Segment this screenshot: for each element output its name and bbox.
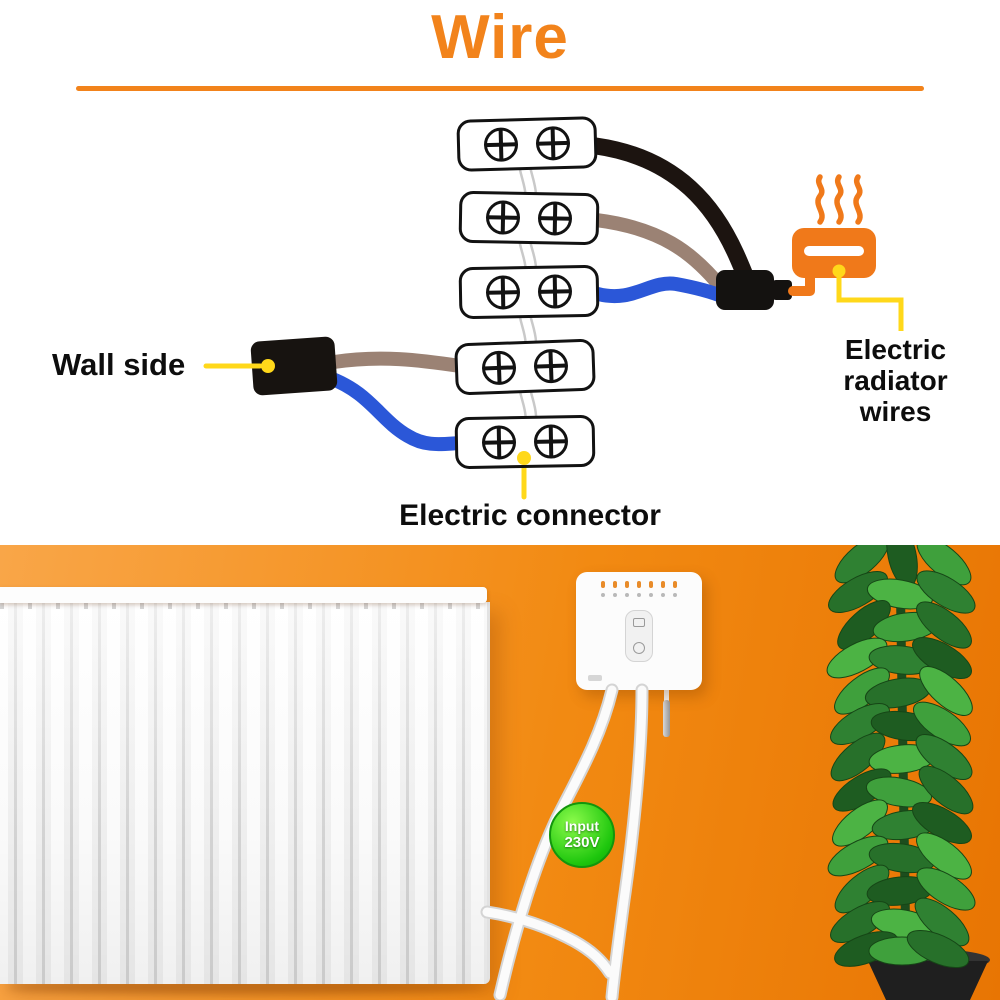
screw-terminal-icon xyxy=(533,348,569,384)
wall-blue-wire xyxy=(323,371,467,452)
indicator-dot-icon xyxy=(637,593,641,597)
radiator-label-line: wires xyxy=(859,396,932,427)
thermostat-status-icons xyxy=(576,581,702,588)
status-led-icon xyxy=(661,581,665,588)
terminal-block-2 xyxy=(458,190,600,246)
thermostat-indicator-dots xyxy=(576,593,702,597)
indicator-dot-icon xyxy=(613,593,617,597)
plant-pot xyxy=(868,961,988,1000)
title-underline xyxy=(76,86,924,91)
radiator-feed-cable xyxy=(482,907,615,978)
radiator-icon xyxy=(792,228,876,278)
radiator-label-line: Electric xyxy=(844,334,947,365)
indicator-dot-icon xyxy=(673,593,677,597)
plant-leaves xyxy=(820,545,982,976)
wall-side-box xyxy=(250,336,338,396)
indicator-dot-icon xyxy=(625,593,629,597)
wall-wires xyxy=(323,351,467,452)
status-led-icon xyxy=(673,581,677,588)
terminal-block-1 xyxy=(456,116,598,172)
screw-terminal-icon xyxy=(537,201,573,236)
page-title: Wire xyxy=(431,3,569,72)
blue-wire xyxy=(591,276,731,304)
wiring-diagram-section: Wire xyxy=(0,0,1000,545)
status-led-icon xyxy=(625,581,629,588)
installation-scene: Input 230V xyxy=(0,545,1000,1000)
wall-pointer-dot xyxy=(261,359,275,373)
status-led-icon xyxy=(601,581,605,588)
badge-line1: Input xyxy=(564,818,600,835)
terminal-block-3 xyxy=(458,264,600,320)
thermostat-device xyxy=(576,572,702,690)
heat-waves-icon xyxy=(815,174,863,225)
sensor-wire xyxy=(664,690,669,701)
screw-terminal-icon xyxy=(537,274,573,309)
electric-connector-label: Electric connector xyxy=(399,499,661,532)
radiator-label-line: radiator xyxy=(843,365,948,396)
radiator xyxy=(0,602,490,984)
plant xyxy=(820,545,990,1000)
temperature-sensor-probe xyxy=(663,700,670,737)
wall-side-label: Wall side xyxy=(52,347,186,382)
indicator-dot-icon xyxy=(649,593,653,597)
power-button-icon xyxy=(633,641,645,654)
screw-terminal-icon xyxy=(485,275,521,310)
radiator-shadow xyxy=(6,981,484,994)
wall-brown-wire xyxy=(327,351,467,373)
status-led-icon xyxy=(637,581,641,588)
brand-mark xyxy=(588,675,602,681)
input-voltage-badge: Input 230V xyxy=(549,802,615,868)
plant-pot-rim xyxy=(866,949,990,971)
radiator-fin-notches xyxy=(0,602,487,609)
power-cable-right xyxy=(607,685,647,1000)
electric-radiator-wires-label: Electric radiator wires xyxy=(813,334,978,427)
radiator-top-panel xyxy=(0,587,487,603)
badge-line2: 230V xyxy=(564,834,600,852)
screw-terminal-icon xyxy=(481,425,517,460)
socket-hook xyxy=(788,273,815,296)
thermostat-buttons xyxy=(625,610,653,662)
plant-stem xyxy=(895,559,911,958)
screw-terminal-icon xyxy=(481,350,517,386)
status-led-icon xyxy=(613,581,617,588)
connector-pointer-dot xyxy=(517,451,531,465)
indicator-dot-icon xyxy=(661,593,665,597)
screw-terminal-icon xyxy=(485,200,521,235)
status-led-icon xyxy=(649,581,653,588)
radiator-pointer-line xyxy=(836,272,904,331)
screw-terminal-icon xyxy=(483,127,519,163)
mode-button-icon xyxy=(633,618,645,628)
terminal-block-4 xyxy=(454,338,596,396)
screw-terminal-icon xyxy=(533,424,569,459)
screw-terminal-icon xyxy=(535,125,571,161)
brown-wire xyxy=(589,213,727,293)
indicator-dot-icon xyxy=(601,593,605,597)
